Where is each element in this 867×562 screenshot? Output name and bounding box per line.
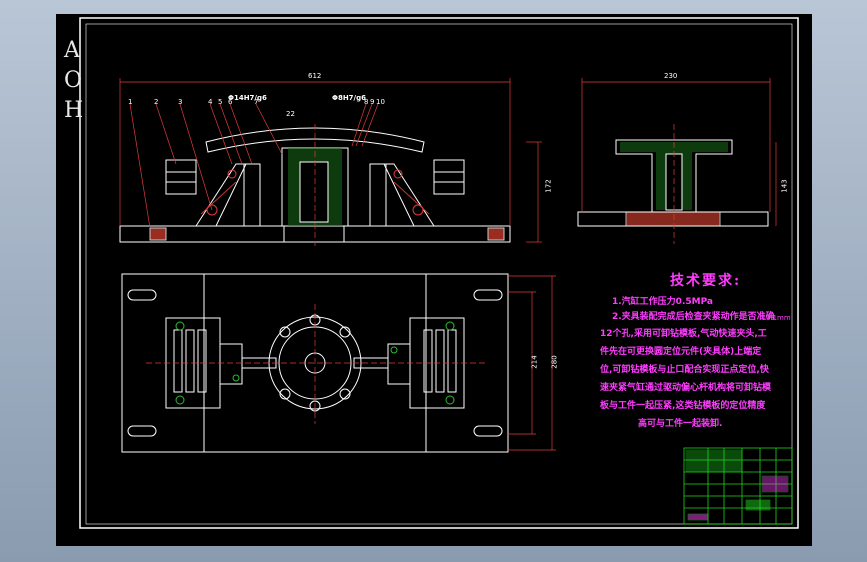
front-view — [119, 124, 511, 246]
front-dimensions — [119, 78, 542, 243]
side-letter-h: H — [64, 98, 84, 123]
part-number: 9 — [370, 98, 375, 106]
dim-fit-left: Φ14H7/g6 — [228, 94, 267, 102]
front-base-center — [283, 225, 345, 243]
front-drill-plate — [205, 127, 425, 153]
dim-side-height: 143 — [780, 179, 789, 193]
front-bracket-right — [383, 163, 435, 227]
inner-frame — [85, 23, 793, 525]
slot-br — [473, 425, 503, 437]
part-number: 6 — [228, 98, 233, 106]
slot-bl — [127, 425, 157, 437]
outer-frame — [79, 17, 799, 529]
tech-req-line: 2.夹具装配完成后检查夹紧动作是否准确 — [612, 312, 775, 322]
part-number: 2 — [154, 98, 159, 106]
tech-req-line: 件先在可更换圆定位元件(夹具体)上端定 — [600, 347, 762, 357]
plan-base-plate — [121, 273, 509, 453]
part-number: 7 — [254, 98, 259, 106]
side-dimensions — [581, 78, 777, 226]
cad-drawing — [79, 17, 799, 529]
part-number: 8 — [364, 98, 369, 106]
dim-front-height: 172 — [544, 179, 553, 193]
tech-req-line: 位,可卸钻模板与止口配合实现正点定位,快 — [600, 365, 769, 375]
tech-req-line: 速夹紧气缸通过驱动偏心杆机构将可卸钻模 — [600, 383, 772, 393]
side-letter-a: A — [64, 38, 80, 63]
dim-far-right: L0.1mm — [762, 314, 791, 322]
front-cylinder-right — [433, 159, 465, 195]
part-number: 5 — [218, 98, 223, 106]
tech-req-line: 12个孔,采用可卸钻模板,气动快速夹头,工 — [600, 329, 767, 339]
slot-tl — [127, 289, 157, 301]
dim-plan-outer: 280 — [550, 355, 559, 369]
part-number: 10 — [376, 98, 385, 106]
dim-fit-right: Φ8H7/g6 — [332, 94, 366, 102]
plan-dimensions — [146, 275, 556, 451]
side-view — [577, 124, 769, 244]
front-upright-right — [369, 163, 387, 227]
tech-req-line: 1.汽缸工作压力0.5MPa — [612, 297, 714, 307]
dim-small: 22 — [286, 110, 295, 118]
part-number: 1 — [128, 98, 133, 106]
drawing-canvas: A O H 612 230 172 143 214 280 Φ14H7/g6 Φ… — [56, 14, 812, 546]
front-cylinder-left — [165, 159, 197, 195]
tech-req-line: 板与工件一起压紧,这类钻模板的定位精度 — [600, 401, 766, 411]
tech-req-title: 技术要求: — [670, 273, 742, 289]
front-base-hatch-right — [487, 227, 505, 241]
side-letter-o: O — [64, 68, 83, 93]
side-column — [615, 139, 733, 213]
dim-front-width: 612 — [308, 72, 322, 80]
front-base-hatch-left — [149, 227, 167, 241]
dim-plan-inner: 214 — [530, 355, 539, 369]
front-upright-left — [243, 163, 261, 227]
title-block — [683, 447, 793, 525]
slot-tr — [473, 289, 503, 301]
part-number: 3 — [178, 98, 183, 106]
dim-side-width: 230 — [664, 72, 678, 80]
part-number: 4 — [208, 98, 213, 106]
front-column-bore — [299, 161, 329, 223]
tech-req-line: 高可与工件一起装卸. — [638, 419, 723, 429]
front-bracket-left — [195, 163, 247, 227]
